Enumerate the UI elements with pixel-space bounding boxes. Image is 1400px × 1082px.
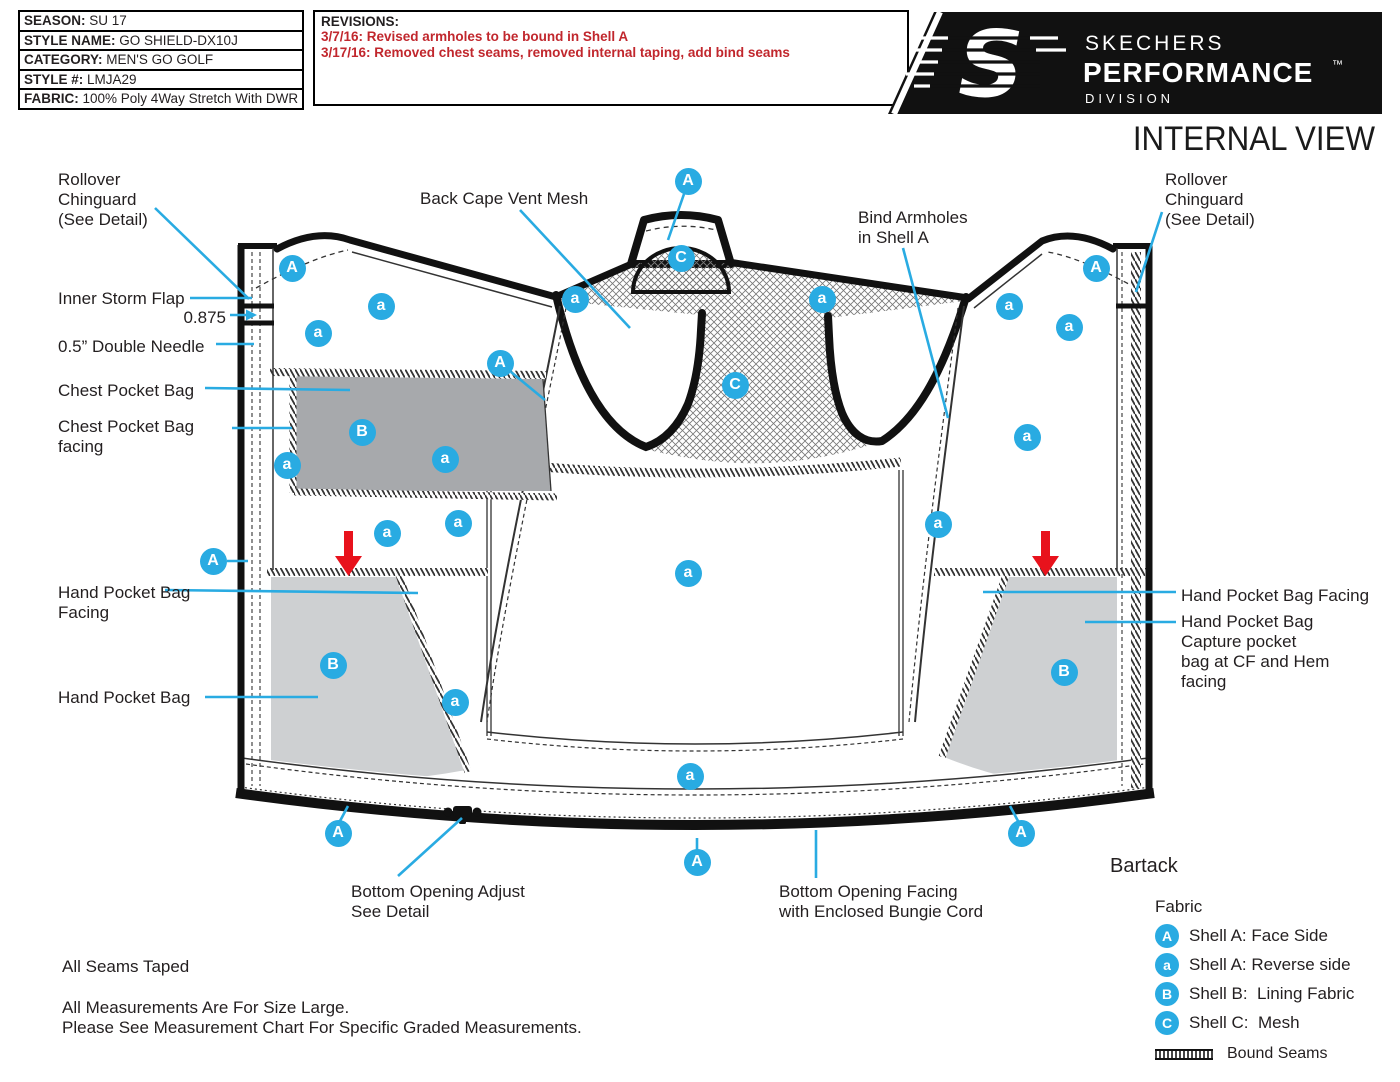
skechers-performance-logo: S SKECHERS PERFORMANCE ™ DIVISION <box>888 10 1382 118</box>
spec-value: LMJA29 <box>87 71 137 87</box>
label-chest-pocket-bag: Chest Pocket Bag <box>58 381 195 400</box>
table-row: FABRIC: 100% Poly 4Way Stretch With DWR <box>17 88 305 110</box>
spec-label: STYLE #: <box>24 71 84 87</box>
svg-text:S: S <box>958 11 1024 118</box>
revisions-title: REVISIONS: <box>321 14 400 29</box>
note-measurements-2: Please See Measurement Chart For Specifi… <box>62 1018 582 1037</box>
label-double-needle: 0.5” Double Needle <box>58 337 205 356</box>
revision-entry: 3/7/16: Revised armholes to be bound in … <box>321 29 629 44</box>
spec-table: SEASON: SU 17 STYLE NAME: GO SHIELD-DX10… <box>17 10 305 110</box>
legend-item: A Shell A: Face Side <box>1155 923 1390 948</box>
fabric-legend: Fabric A Shell A: Face Side a Shell A: R… <box>1155 897 1390 1063</box>
label-chest-pocket-bag-facing: Chest Pocket Bag facing <box>58 417 195 457</box>
revisions-box: REVISIONS: 3/7/16: Revised armholes to b… <box>313 10 909 106</box>
side-seams <box>486 470 904 736</box>
spec-label: FABRIC: <box>24 91 79 106</box>
svg-text:DIVISION: DIVISION <box>1085 91 1174 106</box>
label-rollover-chinguard-right: Rollover Chinguard (See Detail) <box>1165 170 1255 230</box>
spec-value: 100% Poly 4Way Stretch With DWR <box>82 91 299 106</box>
legend-title: Fabric <box>1155 897 1203 916</box>
cord-lock-toggle <box>443 806 482 824</box>
label-hand-pocket-bag-facing-left: Hand Pocket Bag Facing <box>58 583 191 623</box>
collar <box>627 211 735 268</box>
label-bottom-opening-facing: Bottom Opening Facing with Enclosed Bung… <box>779 882 984 922</box>
red-arrow-icon <box>1032 531 1059 576</box>
legend-item-label: Shell A: Reverse side <box>1189 954 1351 974</box>
label-bind-armholes: Bind Armholes in Shell A <box>858 208 968 248</box>
leader-lines <box>154 193 1176 878</box>
spec-value: GO SHIELD-DX10J <box>119 32 238 48</box>
svg-text:SKECHERS: SKECHERS <box>1085 32 1225 55</box>
label-inner-storm-flap: Inner Storm Flap <box>58 289 185 308</box>
note-measurements-1: All Measurements Are For Size Large. <box>62 998 350 1017</box>
note-all-seams-taped: All Seams Taped <box>62 957 190 976</box>
spec-label: STYLE NAME: <box>24 32 116 48</box>
label-bartack: Bartack <box>1110 855 1178 877</box>
spec-label: CATEGORY: <box>24 52 103 67</box>
label-bottom-opening-adjust: Bottom Opening Adjust See Detail <box>351 882 525 922</box>
spec-label: SEASON: <box>24 13 86 28</box>
label-hand-pocket-bag-left: Hand Pocket Bag <box>58 688 191 707</box>
fabric-marker-icon: B <box>1155 981 1179 1006</box>
revision-entry: 3/17/16: Removed chest seams, removed in… <box>321 45 790 60</box>
legend-item: B Shell B: Lining Fabric <box>1155 981 1390 1006</box>
label-hand-pocket-bag-right: Hand Pocket Bag Capture pocket bag at CF… <box>1181 612 1330 692</box>
red-arrow-icon <box>335 531 362 576</box>
hand-pocket-bag-right <box>934 568 1148 787</box>
fabric-marker-icon: A <box>1155 923 1179 948</box>
shoulder-seams <box>255 232 1137 309</box>
s-speed-icon: S <box>906 11 1066 118</box>
legend-item: C Shell C: Mesh <box>1155 1010 1390 1035</box>
label-rollover-chinguard-left: Rollover Chinguard (See Detail) <box>58 170 148 230</box>
table-row: STYLE #: LMJA29 <box>17 68 305 90</box>
legend-bound-seams: Bound Seams <box>1155 1045 1390 1063</box>
spec-value: MEN'S GO GOLF <box>106 52 214 67</box>
legend-item: a Shell A: Reverse side <box>1155 952 1390 977</box>
legend-item-label: Bound Seams <box>1227 1045 1328 1062</box>
fabric-marker-icon: a <box>1155 952 1179 977</box>
label-hand-pocket-bag-facing-right: Hand Pocket Bag Facing <box>1181 586 1370 605</box>
right-cf-bound-column <box>1113 243 1153 793</box>
svg-text:™: ™ <box>1332 59 1343 71</box>
page-title: INTERNAL VIEW <box>1132 120 1375 158</box>
legend-item-label: Shell A: Face Side <box>1189 925 1328 945</box>
front-panel-edges <box>480 305 965 723</box>
table-row: STYLE NAME: GO SHIELD-DX10J <box>17 29 305 51</box>
legend-item-label: Shell C: Mesh <box>1189 1012 1300 1032</box>
bound-seams-swatch-icon <box>1155 1048 1213 1060</box>
svg-text:PERFORMANCE: PERFORMANCE <box>1083 57 1313 88</box>
legend-item-label: Shell B: Lining Fabric <box>1189 983 1355 1003</box>
label-back-cape-vent-mesh: Back Cape Vent Mesh <box>420 189 589 208</box>
label-measurement: 0.875 <box>183 308 226 327</box>
measure-arrowhead <box>246 309 257 321</box>
spec-value: SU 17 <box>89 13 127 28</box>
fabric-marker-icon: C <box>1155 1010 1179 1035</box>
hand-pocket-bag-left <box>267 568 488 783</box>
